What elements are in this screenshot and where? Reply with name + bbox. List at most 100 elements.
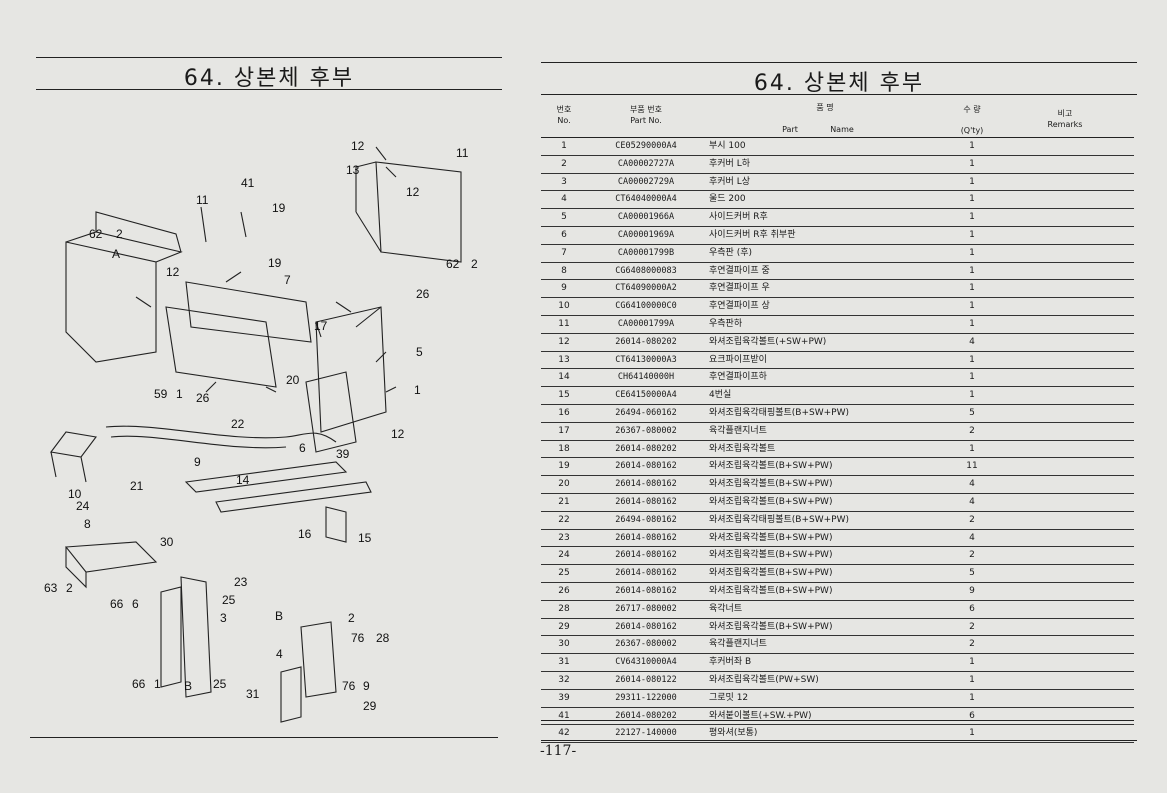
left-page-title: 64. 상본체 후부: [183, 66, 355, 91]
row-no: 10: [558, 301, 570, 312]
header-no: 번호 No.: [556, 105, 572, 125]
row-no: 4: [561, 194, 567, 205]
row-part-name: 후연결파이프 상: [709, 301, 770, 312]
callout-label: 20: [286, 373, 300, 387]
callout-label: 14: [236, 473, 250, 487]
callout-label: 66: [110, 597, 124, 611]
row-part-number: 26014-080162: [615, 532, 677, 543]
callout-label: 12: [391, 427, 405, 441]
row-quantity: 1: [969, 158, 975, 169]
row-quantity: 5: [969, 568, 975, 579]
callout-label: 15: [358, 531, 372, 545]
callout-label: 76: [351, 631, 365, 645]
callout-label: 9: [363, 679, 370, 693]
row-no: 12: [558, 336, 570, 347]
header-part: 부품 번호 Part No.: [630, 105, 662, 125]
row-no: 3: [561, 176, 567, 187]
row-part-number: CT64130000A3: [615, 354, 677, 365]
row-part-number: 26014-080162: [615, 479, 677, 490]
callout-label: 62: [446, 257, 460, 271]
row-no: 17: [558, 425, 570, 436]
callout-label: B: [275, 609, 283, 623]
callout-label: 25: [222, 593, 236, 607]
row-no: 39: [558, 692, 570, 703]
row-part-name: 육각너트: [709, 603, 743, 614]
row-no: 32: [558, 674, 570, 685]
row-quantity: 1: [969, 283, 975, 294]
plate-3: [180, 576, 212, 698]
row-part-name: 그로밋 12: [709, 692, 749, 703]
row-quantity: 1: [969, 674, 975, 685]
row-quantity: 1: [969, 176, 975, 187]
callout-label: 5: [416, 345, 423, 359]
row-part-number: CG64100000C0: [615, 301, 677, 312]
row-part-name: 와셔조립육각볼트(B+SW+PW): [709, 479, 833, 490]
row-no: 15: [558, 390, 570, 401]
callout-label: 41: [241, 176, 255, 190]
header-bottom-rule: [541, 137, 1134, 138]
callout-label: 12: [406, 185, 420, 199]
row-part-number: CA00002727A: [617, 158, 675, 169]
pipe-14: [105, 425, 337, 443]
row-part-name: 육각플랜지너트: [709, 425, 767, 436]
row-quantity: 1: [969, 443, 975, 454]
row-part-name: 후연결파이프 중: [709, 265, 770, 276]
row-quantity: 4: [969, 479, 975, 490]
pipe-9: [184, 461, 348, 493]
row-quantity: 1: [969, 265, 975, 276]
row-part-number: 26014-080162: [615, 568, 677, 579]
row-quantity: 1: [969, 318, 975, 329]
row-part-number: 26014-080202: [615, 710, 677, 721]
callout-label: 26: [196, 391, 210, 405]
callout-label: 24: [76, 499, 90, 513]
row-quantity: 1: [969, 212, 975, 223]
plate-4: [300, 621, 337, 698]
row-part-name: 후커버좌 B: [709, 657, 752, 668]
header-remarks: 비고 Remarks: [1047, 109, 1083, 129]
row-no: 7: [561, 247, 567, 258]
row-no: 19: [558, 461, 570, 472]
callout-label: 12: [166, 265, 180, 279]
callout-label: 12: [351, 139, 365, 153]
row-quantity: 6: [969, 710, 975, 721]
row-part-number: 26014-080162: [615, 461, 677, 472]
row-no: 25: [558, 568, 570, 579]
row-no: 2: [561, 158, 567, 169]
plate-6: [305, 371, 357, 453]
row-part-number: 26494-080162: [615, 514, 677, 525]
callout-label: 62: [89, 227, 103, 241]
row-quantity: 4: [969, 532, 975, 543]
row-no: 21: [558, 496, 570, 507]
header-qty-kr: 수 량: [963, 105, 981, 114]
row-part-name: 와셔붙이볼트(+SW.+PW): [709, 710, 812, 721]
row-quantity: 5: [969, 407, 975, 418]
row-part-name: 와셔조립육각볼트(B+SW+PW): [709, 568, 833, 579]
callout-label: A: [112, 247, 120, 261]
row-part-name: 사이드커버 R후 취부판: [709, 229, 796, 240]
row-no: 1: [561, 141, 567, 151]
row-quantity: 4: [969, 496, 975, 507]
row-quantity: 2: [969, 550, 975, 561]
row-part-number: CA00001799B: [617, 247, 675, 258]
callout-label: 23: [234, 575, 248, 589]
row-no: 42: [558, 728, 570, 739]
row-quantity: 11: [966, 461, 978, 472]
callout-label: 6: [132, 597, 139, 611]
row-part-name: 와셔조립육각볼트(B+SW+PW): [709, 585, 833, 596]
plate-63: [64, 541, 158, 573]
